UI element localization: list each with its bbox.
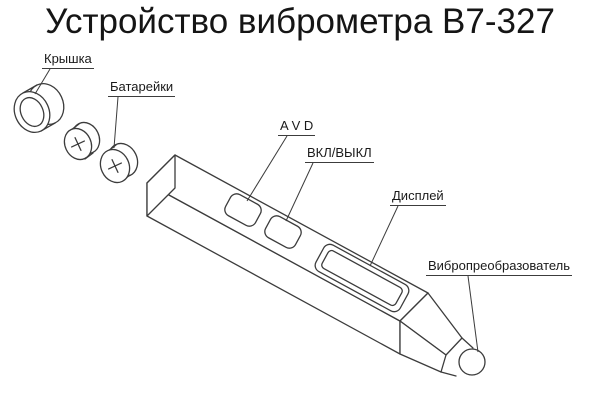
leader-batteries [113, 96, 119, 149]
tip-neck-top-edge [461, 337, 474, 349]
battery1-plus-icon [71, 137, 85, 151]
label-transducer: Вибропреобразователь [426, 258, 573, 277]
label-cap: Крышка [42, 51, 94, 70]
tip-neck-bottom-edge [440, 371, 457, 377]
label-display: Дисплей [390, 188, 446, 207]
label-power: ВКЛ/ВЫКЛ [305, 145, 374, 164]
display-screen [321, 249, 403, 307]
cap-rim [19, 96, 45, 128]
label-batteries: Батарейки [108, 79, 176, 98]
cap-front-face [13, 91, 51, 133]
leader-power [285, 162, 314, 222]
batteries-drawing [63, 121, 139, 184]
leader-lines [34, 68, 479, 353]
button-avd [224, 193, 262, 227]
button-power [264, 215, 302, 249]
leader-transducer [467, 275, 479, 353]
diagram-title: Устройство виброметра В7-327 [45, 2, 555, 41]
pen-device [146, 154, 486, 377]
pen-end-face [146, 154, 176, 217]
leader-display [369, 205, 399, 267]
label-avd: A V D [278, 118, 316, 137]
battery2-plus-icon [108, 159, 122, 173]
leader-cap [34, 68, 51, 95]
cap-drawing [13, 83, 65, 133]
leader-avd [246, 135, 288, 202]
transducer-tip [458, 348, 486, 376]
